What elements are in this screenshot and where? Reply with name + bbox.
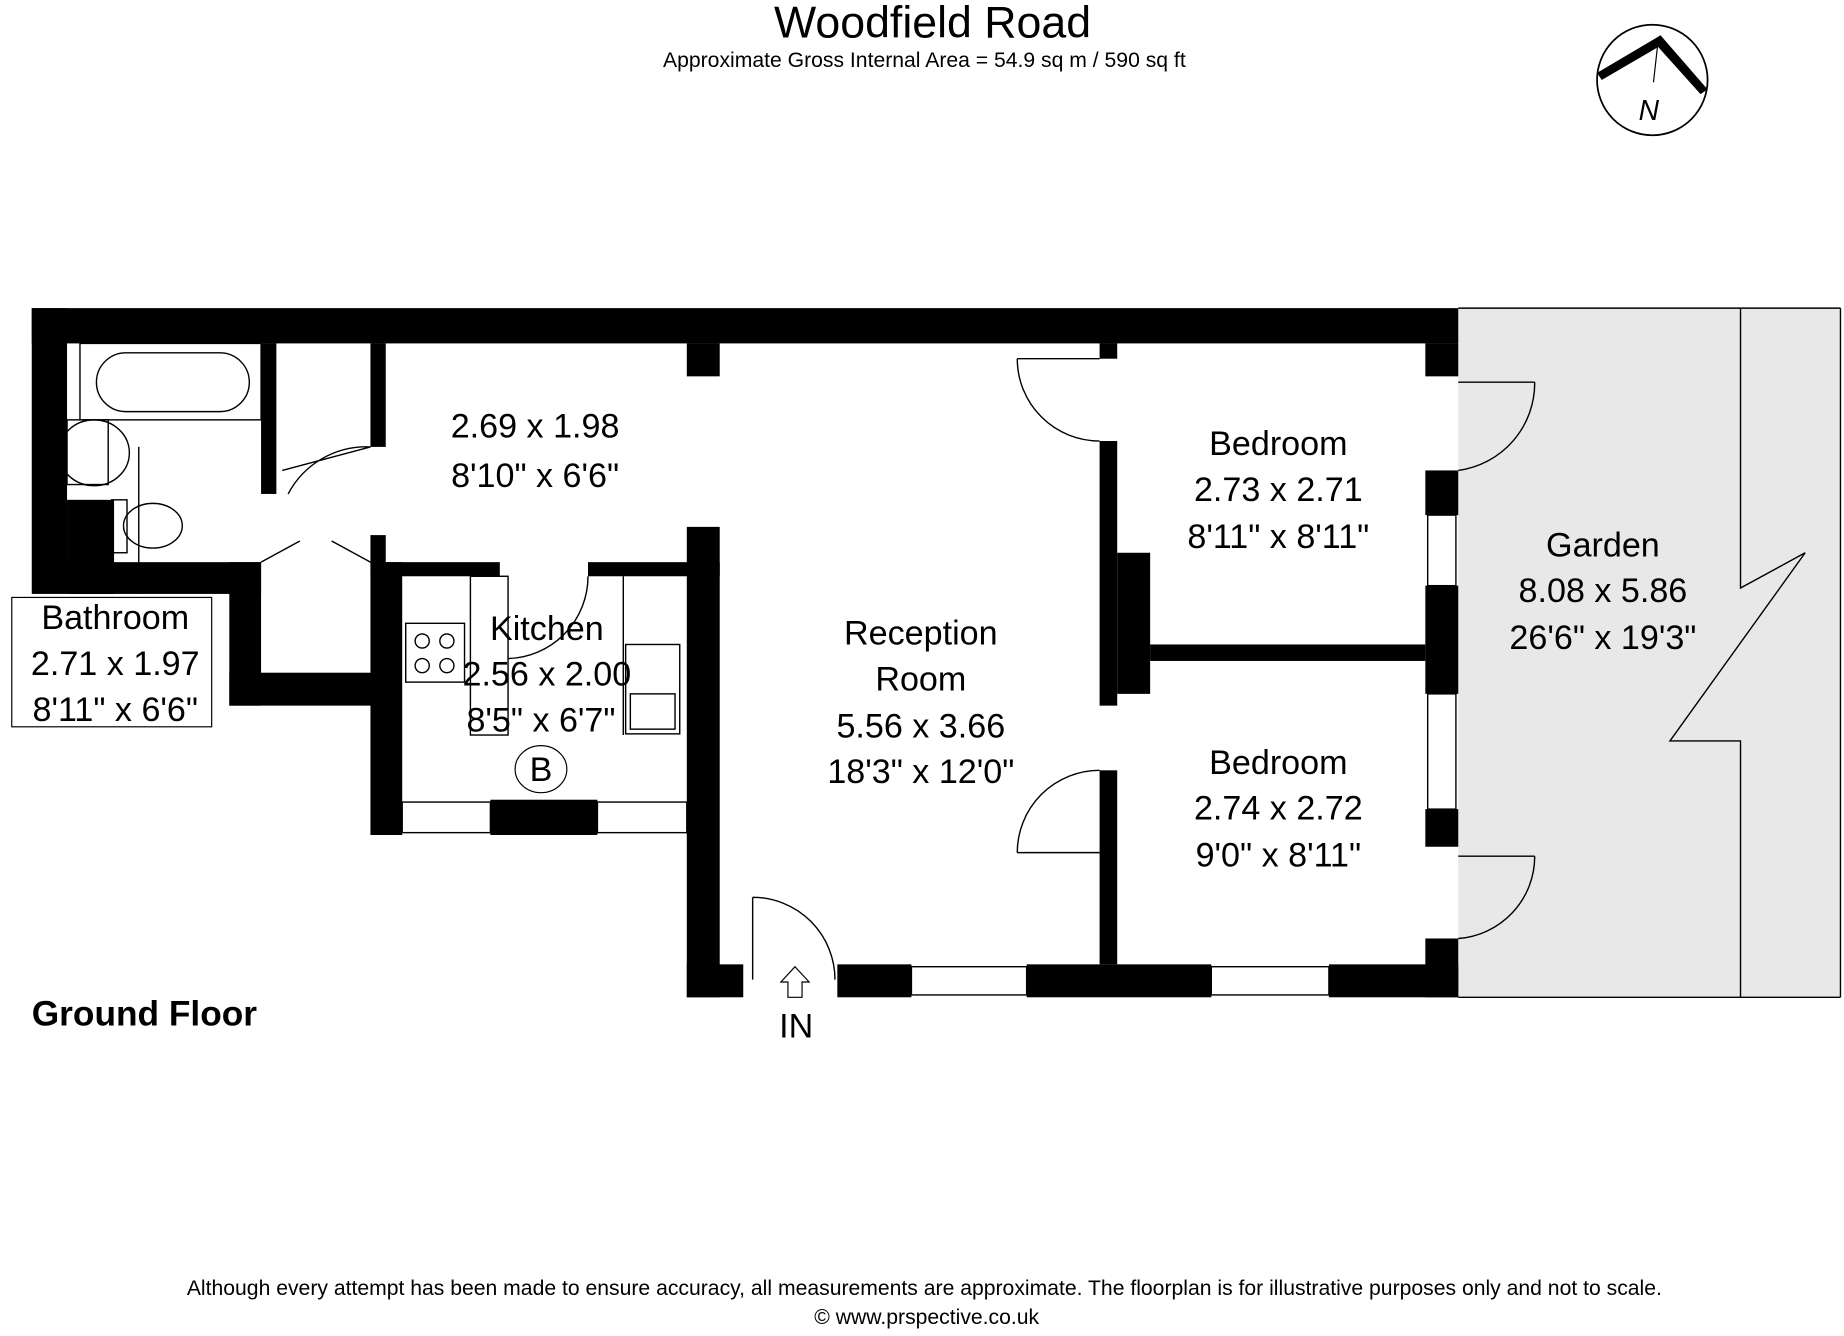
- bathroom-name: Bathroom: [41, 599, 189, 637]
- garden-area: [1458, 307, 1842, 998]
- doors: [260, 358, 1536, 980]
- area-subtitle: Approximate Gross Internal Area = 54.9 s…: [663, 49, 1186, 72]
- kitchen-fixtures: [405, 575, 681, 736]
- north-compass-icon: N: [1596, 23, 1709, 137]
- bedroom2-metric: 2.74 x 2.72: [1194, 790, 1363, 828]
- reception-imperial: 18'3" x 12'0": [827, 753, 1014, 791]
- kitchen-imperial: 8'5" x 6'7": [466, 702, 615, 740]
- boiler-label: B: [530, 751, 553, 789]
- entrance-label: IN: [779, 1007, 813, 1045]
- hall-metric: 2.69 x 1.98: [451, 408, 620, 446]
- plan-title: Woodfield Road: [774, 0, 1091, 48]
- walls: [31, 308, 1459, 998]
- bathroom-label-box: Bathroom 2.71 x 1.97 8'11" x 6'6": [11, 596, 213, 729]
- bathroom-metric: 2.71 x 1.97: [31, 645, 200, 683]
- reception-name-line1: Reception: [844, 614, 998, 652]
- bathroom-fixtures: [58, 342, 262, 594]
- kitchen-name: Kitchen: [490, 610, 604, 648]
- reception-metric: 5.56 x 3.66: [836, 707, 1005, 745]
- bedroom1-name: Bedroom: [1209, 425, 1347, 463]
- kitchen-metric: 2.56 x 2.00: [462, 656, 631, 694]
- garden-name: Garden: [1546, 526, 1660, 564]
- copyright-text: © www.prspective.co.uk: [814, 1306, 1039, 1329]
- hall-imperial: 8'10" x 6'6": [451, 457, 619, 495]
- garden-imperial: 26'6" x 19'3": [1509, 619, 1696, 657]
- garden-metric: 8.08 x 5.86: [1519, 572, 1688, 610]
- boiler-icon: B: [514, 745, 568, 794]
- windows: [401, 514, 1457, 996]
- bedroom2-imperial: 9'0" x 8'11": [1196, 837, 1362, 875]
- bedroom2-name: Bedroom: [1209, 744, 1347, 782]
- compass-north-label: N: [1639, 94, 1660, 126]
- floor-label: Ground Floor: [32, 995, 258, 1034]
- disclaimer-text: Although every attempt has been made to …: [187, 1277, 1662, 1300]
- bedroom1-imperial: 8'11" x 8'11": [1187, 518, 1369, 556]
- bathroom-imperial: 8'11" x 6'6": [33, 691, 199, 729]
- bedroom1-metric: 2.73 x 2.71: [1194, 471, 1363, 509]
- reception-name-line2: Room: [875, 660, 966, 698]
- entrance-arrow-icon: [779, 965, 811, 998]
